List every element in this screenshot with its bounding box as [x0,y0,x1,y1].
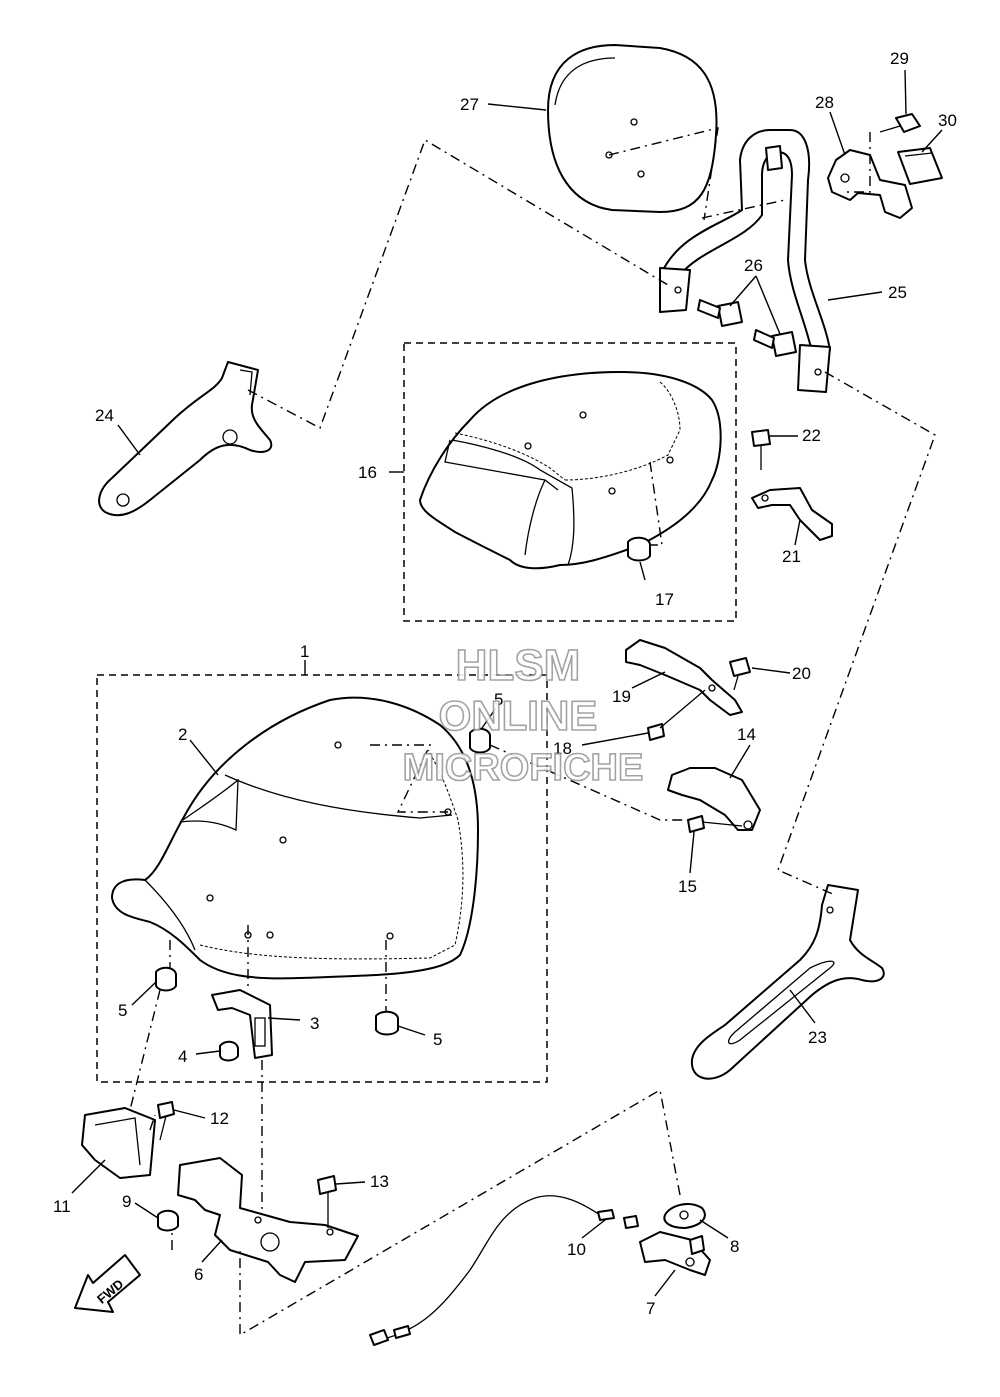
callout-9: 9 [122,1192,131,1211]
callout-21: 21 [782,547,801,566]
backrest-pad[interactable] [547,44,719,221]
callout-28: 28 [815,93,834,112]
bolt-26-upper[interactable] [697,299,743,327]
bolt-18[interactable] [647,689,706,741]
callout-1: 1 [300,642,309,661]
callout-25: 25 [888,283,907,302]
callout-17: 17 [655,590,674,609]
bolt-12[interactable] [157,1101,175,1141]
damper-5-right[interactable] [375,1010,399,1036]
callout-7: 7 [646,1299,655,1318]
callout-26: 26 [744,256,763,275]
bracket-21[interactable] [751,487,833,541]
backrest-bar[interactable] [659,129,831,393]
bolt-22[interactable] [751,429,771,470]
callout-5-left: 5 [118,1001,127,1020]
callout-8: 8 [730,1237,739,1256]
callout-10: 10 [567,1240,586,1259]
leader-lines [71,69,943,1297]
seat-lock-bracket[interactable] [177,1157,359,1283]
callout-14: 14 [737,725,756,744]
bracket-3[interactable] [211,989,273,1059]
callout-11: 11 [53,1197,71,1216]
bracket-11[interactable] [81,1107,156,1179]
route-right-rail [777,371,936,896]
route-pad [701,199,786,219]
damper-17[interactable] [627,536,651,562]
bolt-26-lower[interactable] [753,329,797,357]
bracket-14[interactable] [667,767,761,831]
front-seat-group-box [96,674,548,1083]
watermark: HLSM ONLINE MICROFICHE [402,640,644,790]
watermark-line-3: MICROFICHE [403,747,644,789]
right-grab-rail[interactable] [690,884,885,1080]
damper-5-upper[interactable] [469,727,491,754]
nut-9[interactable] [157,1209,179,1232]
callout-23: 23 [808,1028,827,1047]
left-grab-rail[interactable] [98,361,273,517]
bolt-20[interactable] [729,657,751,691]
callout-13: 13 [370,1172,389,1191]
callout-18: 18 [553,739,572,758]
clip-30[interactable] [897,147,943,185]
lock-plate[interactable] [663,1203,706,1229]
callout-22: 22 [802,426,821,445]
callout-6: 6 [194,1265,203,1284]
bracket-19[interactable] [625,639,743,716]
callout-4: 4 [178,1047,187,1066]
damper-5-left[interactable] [155,966,177,992]
bolt-15[interactable] [687,815,743,833]
seat-lock[interactable] [639,1231,711,1276]
nut-4[interactable] [219,1040,239,1062]
rear-seat-group-box [403,342,737,622]
lock-cable[interactable] [369,1195,639,1346]
callout-12: 12 [210,1109,229,1128]
callout-19: 19 [612,687,631,706]
route-bracket-11 [149,1114,156,1131]
rear-seat[interactable] [419,371,722,570]
callout-3: 3 [310,1014,319,1033]
bolt-13[interactable] [317,1175,337,1228]
callout-30: 30 [938,111,957,130]
callout-labels: 1 2 3 4 5 5 5 6 7 8 9 10 11 12 13 14 15 … [53,49,957,1318]
watermark-line-1: HLSM [456,641,581,690]
callout-5-upper: 5 [494,690,503,709]
callout-2: 2 [178,725,187,744]
callout-16: 16 [358,463,377,482]
callout-27: 27 [460,95,479,114]
watermark-line-2: ONLINE [439,692,598,739]
callout-5-right: 5 [433,1030,442,1049]
bolt-29[interactable] [879,113,921,133]
callout-20: 20 [792,664,811,683]
front-seat[interactable] [111,696,479,980]
route-left-rail [247,138,669,429]
callout-29: 29 [890,49,909,68]
callout-24: 24 [95,406,114,425]
callout-15: 15 [678,877,697,896]
forward-direction-arrow: FWD [74,1254,141,1313]
